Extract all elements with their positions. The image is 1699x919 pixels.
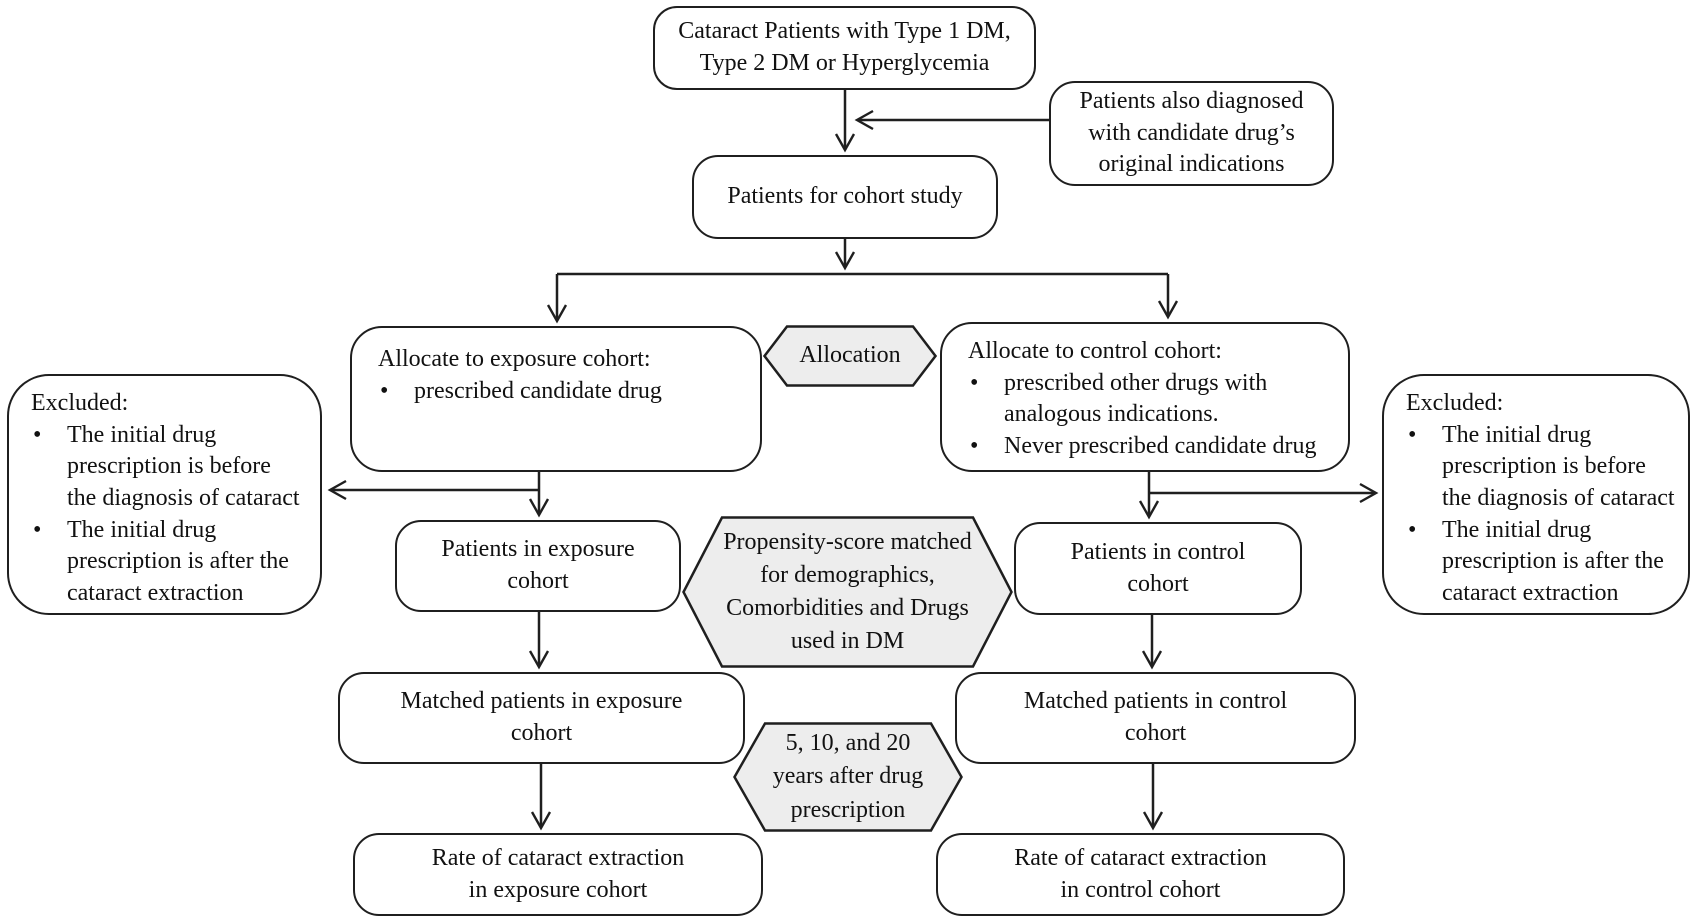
node-also-diagnosed: Patients also diagnosed with candidate d… xyxy=(1049,81,1334,186)
node-patients-exposure-text: Patients in exposure cohort xyxy=(441,536,635,594)
node-rate-exposure: Rate of cataract extraction in exposure … xyxy=(353,833,763,916)
hexagon-propensity-shape xyxy=(682,516,1013,668)
hexagon-years-text: 5, 10, and 20 years after drug prescript… xyxy=(772,730,924,823)
list-item: • The initial drug prescription is after… xyxy=(33,516,289,607)
node-excluded-right: Excluded: • The initial drug prescriptio… xyxy=(1382,374,1690,615)
bullet-icon: • xyxy=(33,516,42,543)
bullet-icon: • xyxy=(33,421,42,448)
hexagon-allocation-shape xyxy=(763,325,937,387)
hexagon-allocation: Allocation xyxy=(763,325,937,387)
node-also-diagnosed-text: Patients also diagnosed with candidate d… xyxy=(1079,87,1304,178)
node-rate-control: Rate of cataract extraction in control c… xyxy=(936,833,1345,916)
node-excluded-left: Excluded: • The initial drug prescriptio… xyxy=(7,374,322,615)
bullet-icon: • xyxy=(380,377,389,404)
node-matched-exposure: Matched patients in exposure cohort xyxy=(338,672,745,764)
node-excluded-left-title: Excluded: xyxy=(31,390,129,416)
node-patients-control-text: Patients in control cohort xyxy=(1070,538,1246,597)
node-matched-control: Matched patients in control cohort xyxy=(955,672,1356,764)
node-matched-exposure-text: Matched patients in exposure cohort xyxy=(400,688,683,746)
node-excluded-right-title: Excluded: xyxy=(1406,390,1504,416)
node-matched-control-text: Matched patients in control cohort xyxy=(1023,688,1288,746)
list-item: • prescribed other drugs with analogous … xyxy=(970,369,1268,428)
node-allocate-control: Allocate to control cohort: • prescribed… xyxy=(940,322,1350,472)
hexagon-allocation-text: Allocation xyxy=(799,342,901,369)
list-item: • prescribed candidate drug xyxy=(378,376,750,408)
node-allocate-exposure: Allocate to exposure cohort: • prescribe… xyxy=(350,326,762,472)
hexagon-years: 5, 10, and 20 years after drug prescript… xyxy=(733,722,963,832)
hexagon-propensity-text: Propensity-score matched for demographic… xyxy=(723,528,972,655)
bullet-icon: • xyxy=(970,433,979,460)
list-item: • The initial drug prescription is befor… xyxy=(1408,421,1675,512)
hexagon-propensity: Propensity-score matched for demographic… xyxy=(682,516,1013,668)
node-patients-control: Patients in control cohort xyxy=(1014,522,1302,615)
node-cohort-study-text: Patients for cohort study xyxy=(727,183,963,210)
node-cataract-patients-text: Cataract Patients with Type 1 DM, Type 2… xyxy=(678,18,1011,76)
list-item: • Never prescribed candidate drug xyxy=(968,431,1338,463)
node-rate-exposure-text: Rate of cataract extraction in exposure … xyxy=(431,844,685,903)
node-cataract-patients: Cataract Patients with Type 1 DM, Type 2… xyxy=(653,6,1036,90)
node-rate-control-text: Rate of cataract extraction in control c… xyxy=(1014,844,1267,903)
list-item: • The initial drug prescription is after… xyxy=(1408,516,1664,607)
node-allocate-exposure-title: Allocate to exposure cohort: xyxy=(378,346,651,372)
bullet-icon: • xyxy=(970,369,979,396)
node-allocate-control-title: Allocate to control cohort: xyxy=(968,338,1222,364)
hexagon-years-shape xyxy=(733,722,963,832)
bullet-icon: • xyxy=(1408,516,1417,543)
node-patients-exposure: Patients in exposure cohort xyxy=(395,520,681,612)
list-item: • The initial drug prescription is befor… xyxy=(33,421,300,512)
bullet-icon: • xyxy=(1408,421,1417,448)
node-cohort-study: Patients for cohort study xyxy=(692,155,998,239)
